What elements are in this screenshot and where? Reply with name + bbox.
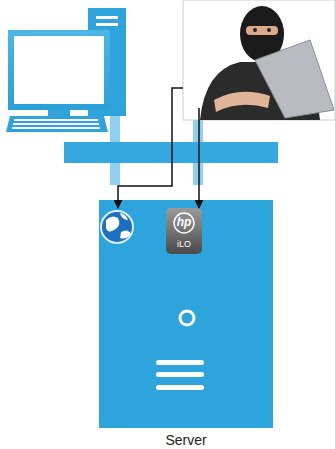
monitor-stand (48, 110, 70, 116)
globe-icon (101, 211, 133, 243)
monitor-screen (14, 36, 104, 104)
attack-arrow (198, 108, 200, 208)
pc-drive (96, 16, 118, 19)
monitor (8, 30, 110, 110)
eye-slit (246, 26, 278, 35)
hacker-photo (183, 0, 335, 120)
logo-text: hp (166, 215, 202, 229)
cable-stub (110, 116, 120, 142)
keyboard (6, 116, 108, 132)
server-tower: ServerhpiLO (99, 200, 273, 428)
cable-stub (193, 163, 203, 185)
desktop-computer (6, 8, 126, 142)
ilo-badge: hp iLO (166, 208, 202, 254)
ilo-text: iLO (166, 239, 202, 249)
cable-stub (193, 120, 203, 142)
keyboard-keys (12, 119, 100, 129)
hacker-hand (214, 92, 270, 112)
attack-arrow (118, 88, 183, 208)
vent-bars (156, 360, 204, 390)
power-button (180, 311, 194, 325)
pc-drive (96, 23, 118, 26)
node-label: Server (99, 432, 273, 448)
cable-stub (110, 163, 120, 185)
photo-frame (183, 0, 335, 120)
network-switch (64, 142, 278, 163)
